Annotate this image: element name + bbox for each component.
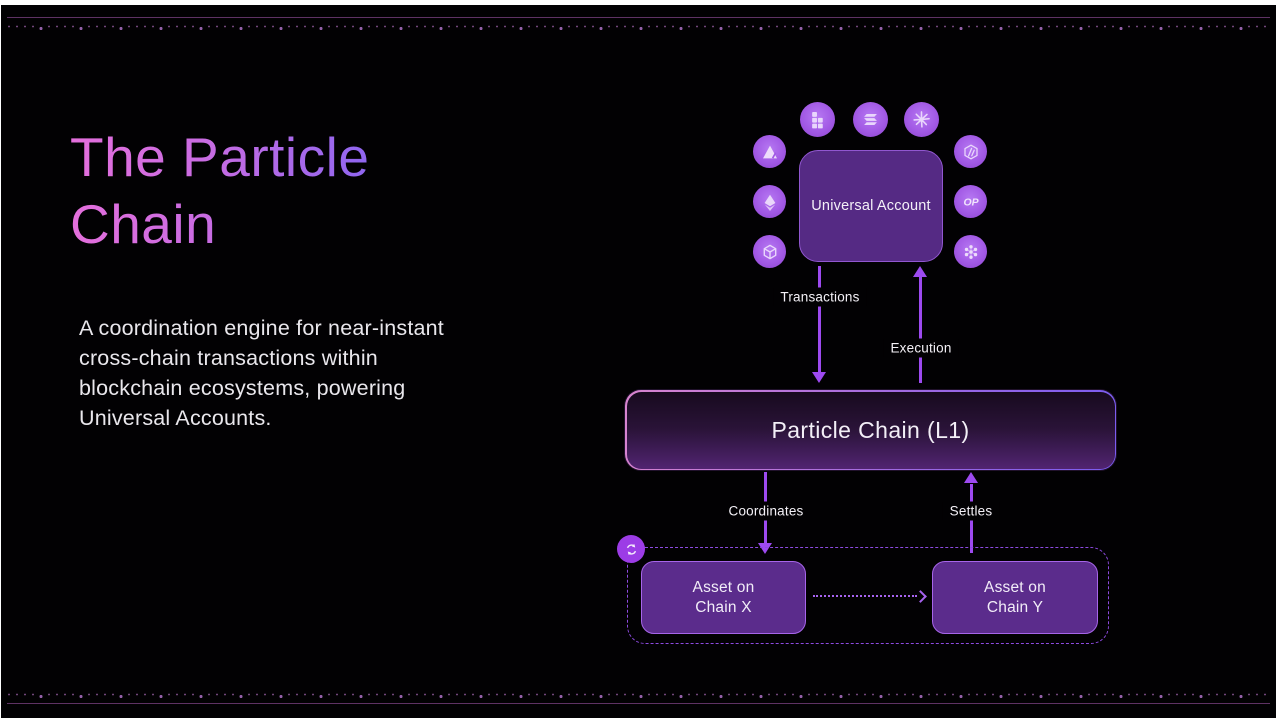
top-dotted-ornament (5, 23, 1272, 32)
page-subtitle: A coordination engine for near-instant c… (79, 313, 444, 433)
bnb-icon (753, 235, 786, 268)
universal-account-box: Universal Account (799, 150, 943, 262)
execution-arrowhead-icon (913, 266, 927, 277)
settles-label: Settles (942, 501, 1000, 521)
ethereum-icon (753, 185, 786, 218)
particle-chain-label: Particle Chain (L1) (771, 416, 970, 443)
particle-chain-box: Particle Chain (L1) (625, 390, 1116, 470)
content-layer: The Particle Chain A coordination engine… (1, 5, 1276, 718)
polkadot-icon (954, 235, 987, 268)
bottom-dotted-ornament (5, 691, 1272, 700)
asset-chain-y-box: Asset on Chain Y (932, 561, 1098, 634)
asset-container (627, 547, 1109, 644)
execution-arrow-line (919, 277, 922, 383)
asset-y-line-2: Chain Y (986, 598, 1044, 616)
coordinates-arrowhead-icon (758, 543, 772, 554)
blocks-icon (800, 102, 835, 137)
transactions-label: Transactions (773, 287, 867, 307)
asset-y-line-1: Asset on (984, 579, 1046, 596)
optimism-label: OP (963, 197, 978, 208)
starburst-icon (904, 102, 939, 137)
avalanche-icon (753, 135, 786, 168)
sync-icon (617, 535, 645, 563)
page-title: The Particle Chain (70, 124, 369, 258)
asset-chain-x-box: Asset on Chain X (641, 561, 806, 634)
subtitle-line: cross-chain transactions within (79, 346, 378, 370)
solana-icon (853, 102, 888, 137)
slide: The Particle Chain A coordination engine… (1, 5, 1276, 718)
asset-transfer-dotted-line (813, 595, 917, 597)
asset-x-line-1: Asset on (692, 579, 755, 596)
universal-account-label: Universal Account (811, 198, 931, 214)
settles-arrowhead-icon (964, 472, 978, 483)
asset-x-line-2: Chain X (695, 598, 752, 616)
execution-label: Execution (883, 338, 959, 358)
subtitle-line: blockchain ecosystems, powering (79, 376, 406, 400)
title-line-1: The Particle (70, 126, 370, 188)
transactions-arrow-line (818, 266, 821, 373)
subtitle-line: Universal Accounts. (79, 406, 272, 430)
arbitrum-icon (954, 135, 987, 168)
subtitle-line: A coordination engine for near-instant (79, 316, 444, 340)
title-line-2: Chain (70, 193, 217, 255)
particle-chain-box-inner: Particle Chain (L1) (626, 391, 1115, 469)
transactions-arrowhead-icon (812, 372, 826, 383)
top-border-line (7, 17, 1270, 18)
bottom-border-line (7, 703, 1270, 704)
optimism-icon: OP (954, 185, 987, 218)
coordinates-label: Coordinates (721, 501, 811, 521)
